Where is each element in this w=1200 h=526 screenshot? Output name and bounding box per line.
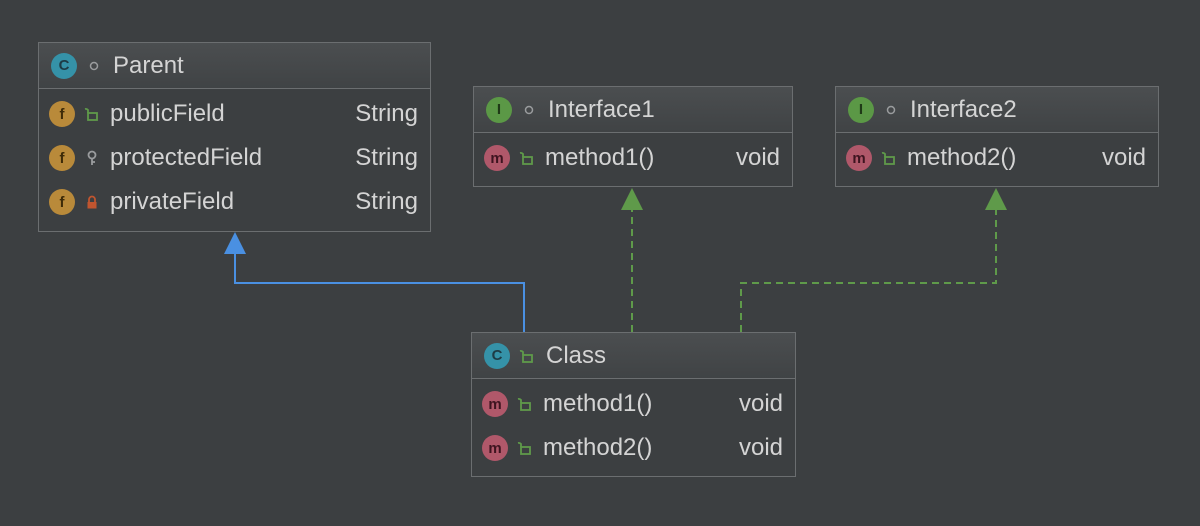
class-title: Class	[546, 341, 607, 369]
member-name: method1()	[543, 390, 653, 417]
method-badge-icon: m	[482, 391, 508, 417]
member-name: method2()	[907, 144, 1017, 171]
field-badge-icon: f	[49, 145, 75, 171]
member-name: publicField	[110, 100, 225, 127]
method-badge-icon: m	[484, 145, 510, 171]
member-row[interactable]: m method1() void	[472, 382, 795, 426]
public-unlocked-icon	[518, 347, 536, 365]
class-header[interactable]: C Class	[472, 333, 795, 379]
class-badge-icon: C	[484, 342, 510, 369]
public-unlocked-icon	[880, 149, 898, 167]
interface2-members: m method2() void	[836, 133, 1158, 180]
implements-edge-class-interface2	[740, 210, 997, 332]
interface-badge-icon: I	[848, 96, 874, 123]
class-badge-icon: C	[51, 52, 77, 79]
class-members: m method1() void m method2() void	[472, 379, 795, 470]
extends-arrowhead	[224, 232, 246, 254]
parent-header[interactable]: C Parent	[39, 43, 430, 89]
implements-arrowhead-interface1	[621, 188, 643, 210]
member-name: method2()	[543, 434, 653, 461]
interface2-header[interactable]: I Interface2	[836, 87, 1158, 133]
private-lock-icon	[83, 193, 101, 211]
member-row[interactable]: m method2() void	[836, 136, 1158, 180]
member-name: method1()	[545, 144, 655, 171]
public-unlocked-icon	[516, 439, 534, 457]
field-badge-icon: f	[49, 189, 75, 215]
member-row[interactable]: f protectedField String	[39, 136, 430, 180]
implements-arrowhead-interface2	[985, 188, 1007, 210]
interface2-node[interactable]: I Interface2 m method2() void	[835, 86, 1159, 187]
extends-edge-class-parent	[234, 252, 525, 332]
member-type: void	[735, 144, 780, 171]
method-badge-icon: m	[846, 145, 872, 171]
member-type: void	[1101, 144, 1146, 171]
parent-title: Parent	[113, 51, 184, 79]
interface1-title: Interface1	[548, 95, 655, 123]
interface1-header[interactable]: I Interface1	[474, 87, 792, 133]
member-type: String	[355, 144, 418, 171]
interface1-members: m method1() void	[474, 133, 792, 180]
member-type: void	[738, 434, 783, 461]
method-badge-icon: m	[482, 435, 508, 461]
member-row[interactable]: f privateField String	[39, 180, 430, 224]
member-name: privateField	[110, 188, 235, 215]
member-type: String	[355, 188, 418, 215]
public-unlocked-icon	[516, 395, 534, 413]
public-unlocked-icon	[518, 149, 536, 167]
parent-members: f publicField String f protectedField St…	[39, 89, 430, 224]
interface-badge-icon: I	[486, 96, 512, 123]
protected-key-icon	[83, 149, 101, 167]
package-dot-icon	[85, 57, 103, 75]
member-row[interactable]: f publicField String	[39, 92, 430, 136]
member-type: String	[355, 100, 418, 127]
package-dot-icon	[520, 101, 538, 119]
member-type: void	[738, 390, 783, 417]
member-name: protectedField	[110, 144, 263, 171]
interface2-title: Interface2	[910, 95, 1017, 123]
member-row[interactable]: m method2() void	[472, 426, 795, 470]
class-node[interactable]: C Class m method1() void m method2() voi…	[471, 332, 796, 477]
parent-node[interactable]: C Parent f publicField String f protecte…	[38, 42, 431, 232]
field-badge-icon: f	[49, 101, 75, 127]
member-row[interactable]: m method1() void	[474, 136, 792, 180]
interface1-node[interactable]: I Interface1 m method1() void	[473, 86, 793, 187]
public-unlocked-icon	[83, 105, 101, 123]
package-dot-icon	[882, 101, 900, 119]
